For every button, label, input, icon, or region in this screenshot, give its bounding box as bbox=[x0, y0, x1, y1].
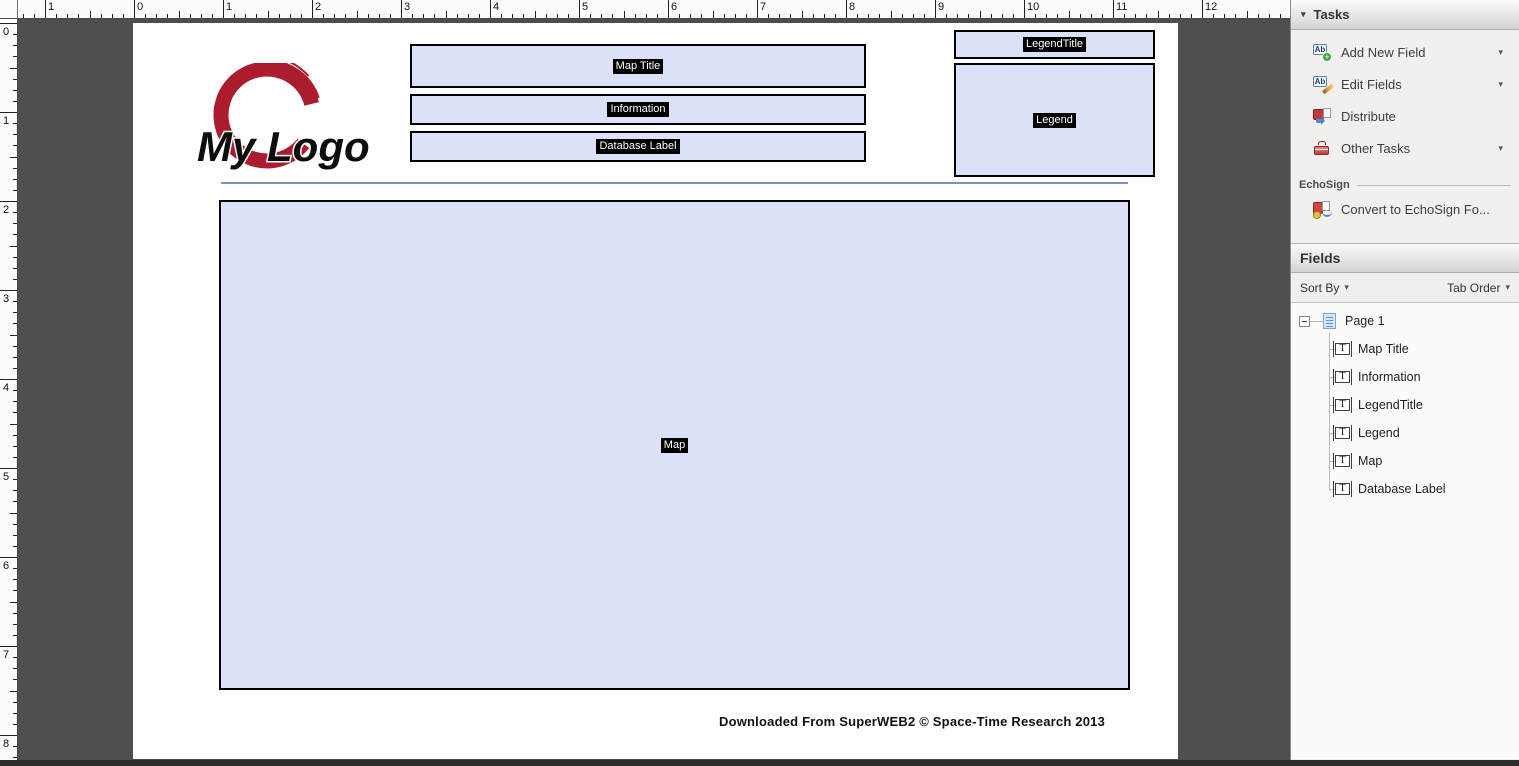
text-field-icon bbox=[1333, 397, 1352, 413]
field-label: Database Label bbox=[596, 139, 680, 154]
echosign-icon bbox=[1313, 201, 1332, 219]
window-bottom-edge bbox=[0, 760, 1519, 766]
tasks-panel-header[interactable]: ▾ Tasks bbox=[1291, 0, 1519, 30]
tree-item-page-1[interactable]: Page 1 bbox=[1291, 307, 1519, 335]
sort-by-button[interactable]: Sort By bbox=[1300, 280, 1340, 295]
tree-item-label: Map Title bbox=[1358, 342, 1409, 356]
collapse-box-icon[interactable] bbox=[1299, 315, 1310, 327]
tree-item-database-label[interactable]: Database Label bbox=[1291, 475, 1519, 503]
tasks-list: Add New Field ▾ Edit Fields ▾ Distribute… bbox=[1291, 36, 1519, 164]
ruler-corner bbox=[0, 0, 18, 19]
logo: My Logo bbox=[183, 55, 398, 174]
logo-text: My Logo bbox=[197, 123, 370, 170]
form-field-database-label[interactable]: Database Label bbox=[410, 131, 866, 162]
text-field-icon bbox=[1333, 453, 1352, 469]
tree-item-legend[interactable]: Legend bbox=[1291, 419, 1519, 447]
heading-rule bbox=[1356, 184, 1511, 186]
text-field-icon bbox=[1333, 481, 1352, 497]
dropdown-arrow-icon[interactable]: ▾ bbox=[1344, 282, 1349, 292]
echosign-item-label: Convert to EchoSign Fo... bbox=[1341, 201, 1490, 217]
tree-item-map-title[interactable]: Map Title bbox=[1291, 335, 1519, 363]
fields-panel-header[interactable]: Fields bbox=[1291, 243, 1519, 273]
tree-item-label: Map bbox=[1358, 454, 1383, 468]
fields-sort-bar: Sort By ▾ Tab Order ▾ bbox=[1291, 273, 1519, 303]
header-divider-line bbox=[221, 182, 1128, 184]
tree-item-label: Legend bbox=[1358, 426, 1400, 440]
right-panel: ▾ Tasks Add New Field ▾ Edit Fields ▾ Di… bbox=[1290, 0, 1519, 766]
edit-fields-icon bbox=[1313, 76, 1334, 95]
pdf-page: My Logo Map Title Information Database L… bbox=[133, 23, 1178, 759]
echosign-heading-label: EchoSign bbox=[1299, 179, 1350, 191]
tree-item-label: LegendTitle bbox=[1358, 398, 1423, 412]
task-item-label: Add New Field bbox=[1341, 44, 1426, 60]
convert-to-echosign-button[interactable]: Convert to EchoSign Fo... bbox=[1291, 192, 1519, 226]
tree-item-label: Database Label bbox=[1358, 482, 1446, 496]
field-label: LegendTitle bbox=[1022, 37, 1087, 52]
dropdown-arrow-icon[interactable]: ▾ bbox=[1498, 78, 1503, 89]
collapse-arrow-icon: ▾ bbox=[1301, 9, 1306, 19]
page-icon bbox=[1323, 313, 1336, 329]
form-field-map[interactable]: Map bbox=[219, 200, 1130, 690]
form-field-information[interactable]: Information bbox=[410, 94, 866, 125]
add-field-icon bbox=[1313, 44, 1332, 62]
edit-fields-button[interactable]: Edit Fields ▾ bbox=[1291, 68, 1519, 100]
text-field-icon bbox=[1333, 341, 1352, 357]
form-field-legend-title[interactable]: LegendTitle bbox=[954, 30, 1155, 59]
tree-item-label: Information bbox=[1358, 370, 1421, 384]
echosign-section-heading: EchoSign bbox=[1299, 178, 1511, 192]
tree-item-information[interactable]: Information bbox=[1291, 363, 1519, 391]
field-tree: Page 1 Map Title Information LegendTitle… bbox=[1291, 303, 1519, 759]
tab-order-button[interactable]: Tab Order bbox=[1447, 280, 1501, 295]
other-tasks-button[interactable]: Other Tasks ▾ bbox=[1291, 132, 1519, 164]
fields-panel-title: Fields bbox=[1300, 250, 1341, 266]
tasks-panel-title: Tasks bbox=[1313, 7, 1350, 22]
field-label: Information bbox=[607, 102, 669, 117]
text-field-icon bbox=[1333, 425, 1352, 441]
task-item-label: Distribute bbox=[1341, 108, 1396, 124]
tree-connector-stub bbox=[1310, 320, 1323, 322]
tree-item-label: Page 1 bbox=[1345, 314, 1385, 328]
tree-item-legendtitle[interactable]: LegendTitle bbox=[1291, 391, 1519, 419]
field-label: Legend bbox=[1033, 112, 1076, 128]
form-field-legend[interactable]: Legend bbox=[954, 63, 1155, 177]
form-field-map-title[interactable]: Map Title bbox=[410, 44, 866, 88]
page-footer-text: Downloaded From SuperWEB2 © Space-Time R… bbox=[719, 714, 1106, 729]
dropdown-arrow-icon[interactable]: ▾ bbox=[1505, 282, 1510, 292]
task-item-label: Other Tasks bbox=[1341, 140, 1411, 156]
tree-connector-line bbox=[1329, 333, 1330, 491]
tree-item-map[interactable]: Map bbox=[1291, 447, 1519, 475]
distribute-button[interactable]: Distribute bbox=[1291, 100, 1519, 132]
toolbox-icon bbox=[1313, 140, 1332, 156]
distribute-icon bbox=[1313, 108, 1332, 125]
dropdown-arrow-icon[interactable]: ▾ bbox=[1498, 142, 1503, 153]
dropdown-arrow-icon[interactable]: ▾ bbox=[1498, 46, 1503, 57]
text-field-icon bbox=[1333, 369, 1352, 385]
field-label: Map Title bbox=[612, 58, 664, 74]
task-item-label: Edit Fields bbox=[1341, 76, 1402, 92]
field-label: Map bbox=[660, 437, 689, 453]
add-new-field-button[interactable]: Add New Field ▾ bbox=[1291, 36, 1519, 68]
